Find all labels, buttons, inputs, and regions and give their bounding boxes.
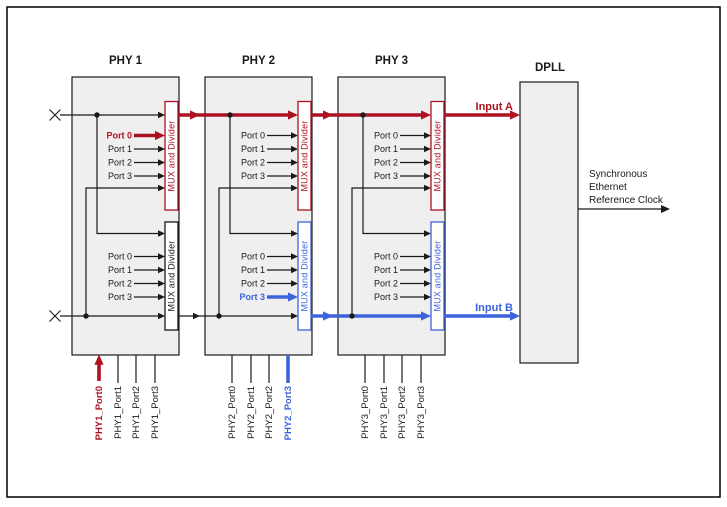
phy3-top-mux-box bbox=[430, 100, 445, 211]
output-clock-line3: Reference Clock bbox=[589, 195, 664, 206]
phy3-top-port1-label: Port 1 bbox=[374, 144, 398, 154]
junction-dot bbox=[83, 313, 89, 319]
phy2-block bbox=[204, 76, 313, 356]
phy3-internals: MUX and Divider MUX and Divider Port 0 P… bbox=[351, 100, 445, 439]
phy2-bottom-mux-label: MUX and Divider bbox=[300, 240, 310, 311]
phy2-internals: MUX and Divider MUX and Divider Port 0 P… bbox=[218, 100, 312, 440]
phy3-top-mux-label: MUX and Divider bbox=[433, 120, 443, 191]
output-clock-line1: Synchronous bbox=[589, 169, 647, 180]
phy2-top-port0-label: Port 0 bbox=[241, 131, 265, 141]
no-connect-x-icon-bottom bbox=[49, 310, 61, 322]
junction-dot bbox=[94, 112, 100, 118]
phy3-pin1-label: PHY3_Port1 bbox=[379, 386, 390, 439]
phy3-pin2-label: PHY3_Port2 bbox=[397, 386, 408, 439]
phy3-bottom-port3-label: Port 3 bbox=[374, 292, 398, 302]
phy2-bottom-mux-box bbox=[297, 221, 312, 331]
phy2-bottom-port0-label: Port 0 bbox=[241, 252, 265, 262]
junction-dot bbox=[227, 112, 233, 118]
phy1-top-port2-label: Port 2 bbox=[108, 158, 132, 168]
junction-dots bbox=[83, 112, 366, 319]
junction-dot bbox=[360, 112, 366, 118]
phy1-arrowheads bbox=[158, 111, 165, 320]
phy3-title: PHY 3 bbox=[375, 55, 408, 67]
phy1-pin1-label: PHY1_Port1 bbox=[113, 386, 124, 439]
phy3-pin0-label: PHY3_Port0 bbox=[360, 386, 371, 439]
phy3-top-port3-label: Port 3 bbox=[374, 171, 398, 181]
dpll-title: DPLL bbox=[535, 62, 565, 74]
clock-chain-b-blue-lines bbox=[267, 295, 512, 383]
phy2-bottom-port3-label: Port 3 bbox=[239, 292, 265, 302]
phy1-top-port0-label: Port 0 bbox=[106, 131, 132, 141]
phy2-port-and-crossover-lines bbox=[218, 115, 291, 316]
reference-clock-lines-black bbox=[60, 114, 663, 317]
phy3-bottom-port1-label: Port 1 bbox=[374, 265, 398, 275]
phy2-arrowheads bbox=[291, 132, 298, 320]
phy2-pin-stubs bbox=[231, 355, 270, 383]
phy2-pin1-label: PHY2_Port1 bbox=[246, 386, 257, 439]
phy1-port-and-crossover-lines bbox=[85, 115, 158, 316]
phy1-pin3-label: PHY1_Port3 bbox=[150, 386, 161, 439]
phy2-title: PHY 2 bbox=[242, 55, 275, 67]
phy2-top-mux-label: MUX and Divider bbox=[300, 120, 310, 191]
phy1-bottom-port1-label: Port 1 bbox=[108, 265, 132, 275]
phy1-pin2-label: PHY1_Port2 bbox=[131, 386, 142, 439]
phy2-top-port2-label: Port 2 bbox=[241, 158, 265, 168]
phy3-top-port0-label: Port 0 bbox=[374, 131, 398, 141]
diagram-border bbox=[6, 6, 721, 498]
phy3-top-port2-label: Port 2 bbox=[374, 158, 398, 168]
phy1-top-mux-box bbox=[164, 100, 179, 211]
phy2-pin3-label: PHY2_Port3 bbox=[283, 386, 294, 440]
phy1-pin-stubs bbox=[117, 355, 156, 383]
junction-dot bbox=[349, 313, 355, 319]
phy3-bottom-port0-label: Port 0 bbox=[374, 252, 398, 262]
phy1-bottom-port0-label: Port 0 bbox=[108, 252, 132, 262]
phy1-bottom-port2-label: Port 2 bbox=[108, 279, 132, 289]
phy1-top-port1-label: Port 1 bbox=[108, 144, 132, 154]
phy3-bottom-mux-label: MUX and Divider bbox=[433, 240, 443, 311]
input-a-label: Input A bbox=[476, 101, 514, 113]
input-b-label: Input B bbox=[475, 302, 513, 314]
phy3-arrowheads bbox=[424, 132, 431, 301]
phy3-block bbox=[337, 76, 446, 356]
phy2-top-mux-box bbox=[297, 100, 312, 211]
phy1-pin0-label: PHY1_Port0 bbox=[94, 386, 105, 440]
phy3-bottom-port2-label: Port 2 bbox=[374, 279, 398, 289]
phy1-bottom-port3-label: Port 3 bbox=[108, 292, 132, 302]
phy1-top-mux-label: MUX and Divider bbox=[167, 120, 177, 191]
phy1-top-port3-label: Port 3 bbox=[108, 171, 132, 181]
phy2-bottom-port2-label: Port 2 bbox=[241, 279, 265, 289]
phy2-top-port3-label: Port 3 bbox=[241, 171, 265, 181]
phy1-title: PHY 1 bbox=[109, 55, 143, 67]
output-clock-label: Synchronous Ethernet Reference Clock bbox=[589, 169, 664, 206]
phy1-block bbox=[71, 76, 180, 356]
output-clock-line2: Ethernet bbox=[589, 182, 627, 193]
phy1-internals: MUX and Divider MUX and Divider Port 0 P… bbox=[85, 100, 179, 440]
clock-chain-a-red-lines bbox=[97, 113, 512, 381]
no-connect-x-icon-top bbox=[49, 109, 61, 121]
phy3-port-and-crossover-lines bbox=[351, 115, 424, 316]
junction-dot bbox=[216, 313, 222, 319]
phy2-bottom-port1-label: Port 1 bbox=[241, 265, 265, 275]
phy1-bottom-mux-box bbox=[164, 221, 179, 331]
phy1-bottom-mux-label: MUX and Divider bbox=[167, 240, 177, 311]
phy3-pin3-label: PHY3_Port3 bbox=[416, 386, 427, 439]
phy2-pin0-label: PHY2_Port0 bbox=[227, 386, 238, 439]
phy3-pin-stubs bbox=[364, 355, 422, 383]
phy3-bottom-mux-box bbox=[430, 221, 445, 331]
phy2-top-port1-label: Port 1 bbox=[241, 144, 265, 154]
phy2-pin2-label: PHY2_Port2 bbox=[264, 386, 275, 439]
dpll-block bbox=[519, 81, 579, 364]
